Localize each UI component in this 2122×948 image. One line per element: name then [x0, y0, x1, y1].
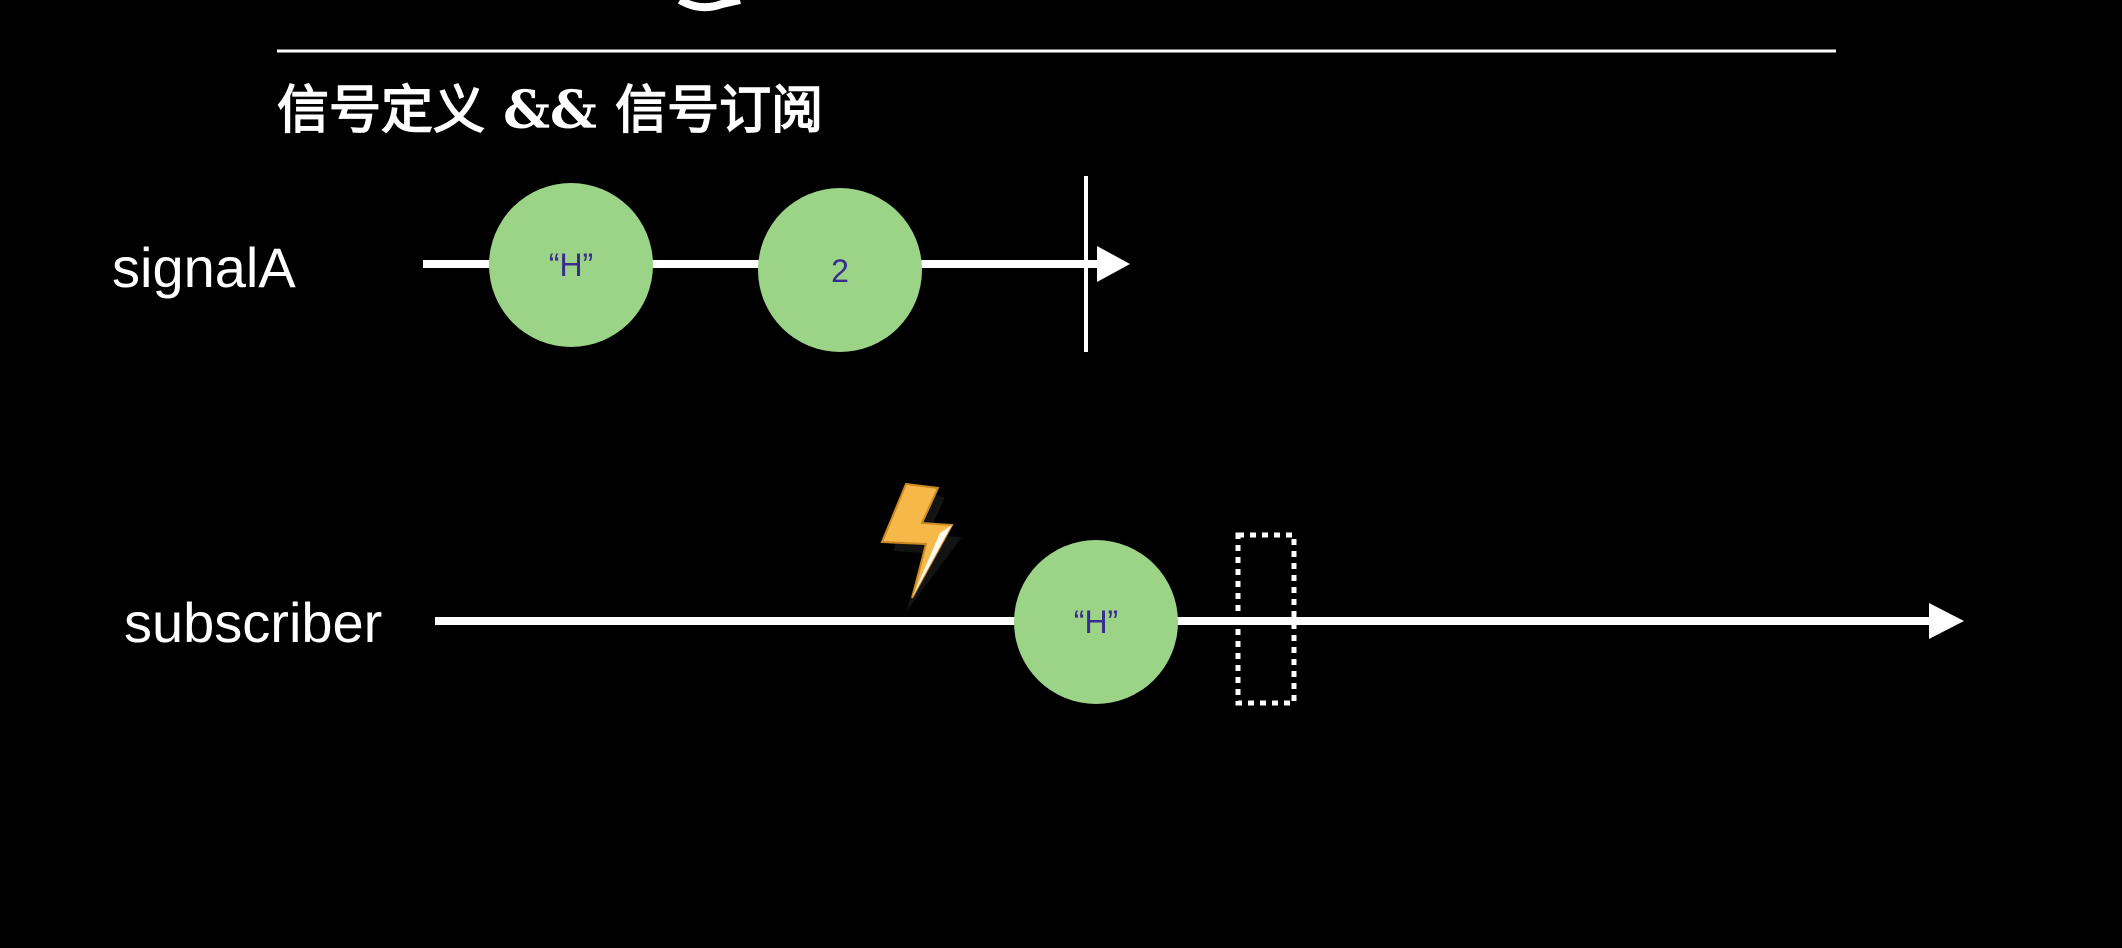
- subscriber-label: subscriber: [124, 591, 382, 654]
- event-marble: [489, 183, 653, 347]
- event-marble: [1014, 540, 1178, 704]
- subscriber-row: subscriber “H”: [124, 482, 1964, 706]
- pending-event-placeholder: [1235, 532, 1297, 706]
- signal-a-event-2: 2: [758, 188, 922, 352]
- signal-a-row: signalA “H” 2: [112, 176, 1130, 352]
- slide-title: 信号定义 && 信号订阅: [277, 80, 823, 141]
- signal-a-event-1: “H”: [489, 183, 653, 347]
- cropped-heading-glyph: [677, 0, 741, 12]
- subscriber-arrowhead: [1929, 603, 1964, 639]
- event-value: 2: [831, 253, 849, 289]
- subscriber-event-1: “H”: [1014, 540, 1178, 704]
- signal-a-label: signalA: [112, 236, 296, 299]
- event-value: “H”: [1074, 604, 1118, 640]
- lightning-bolt-icon: [880, 482, 962, 612]
- signal-a-arrowhead: [1097, 246, 1130, 282]
- event-marble: [758, 188, 922, 352]
- event-value: “H”: [549, 247, 593, 283]
